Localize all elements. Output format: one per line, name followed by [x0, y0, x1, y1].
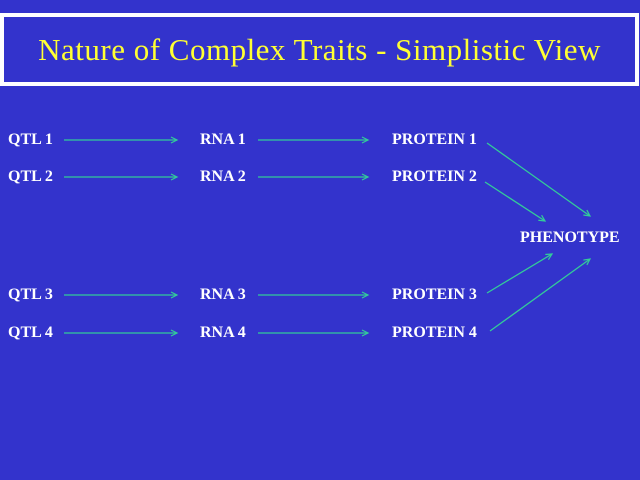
qtl2-label: QTL 2 [8, 168, 53, 185]
rna3-label: RNA 3 [200, 286, 246, 303]
phenotype-label: PHENOTYPE [520, 229, 620, 246]
rna1-label: RNA 1 [200, 131, 246, 148]
qtl3-label: QTL 3 [8, 286, 53, 303]
qtl1-label: QTL 1 [8, 131, 53, 148]
protein2-label: PROTEIN 2 [392, 168, 477, 185]
protein3-label: PROTEIN 3 [392, 286, 477, 303]
slide-title: Nature of Complex Traits - Simplistic Vi… [38, 31, 601, 67]
protein1-label: PROTEIN 1 [392, 131, 477, 148]
rna2-label: RNA 2 [200, 168, 246, 185]
rna4-label: RNA 4 [200, 324, 246, 341]
arrow-protein2-to-phenotype [484, 181, 547, 222]
arrow-protein4-to-phenotype [489, 258, 592, 332]
title-box: Nature of Complex Traits - Simplistic Vi… [0, 13, 639, 86]
arrow-protein1-to-phenotype [486, 142, 592, 217]
qtl4-label: QTL 4 [8, 324, 53, 341]
protein4-label: PROTEIN 4 [392, 324, 477, 341]
arrow-protein3-to-phenotype [486, 253, 554, 294]
